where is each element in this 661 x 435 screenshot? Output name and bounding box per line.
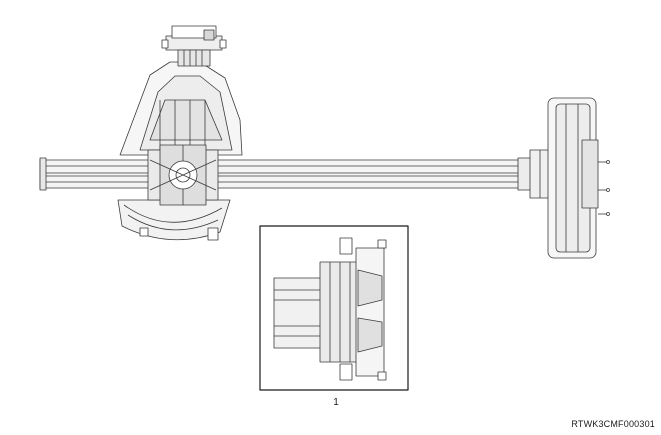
detail-inset: [259, 225, 409, 391]
differential-housing: [117, 61, 243, 241]
figure-reference-code: RTWK3CMF000301: [571, 419, 655, 429]
pinion-flange: [161, 25, 227, 67]
axle-tube: [39, 157, 531, 191]
hub-assembly: [517, 97, 610, 259]
detail-callout-number: 1: [333, 397, 339, 408]
